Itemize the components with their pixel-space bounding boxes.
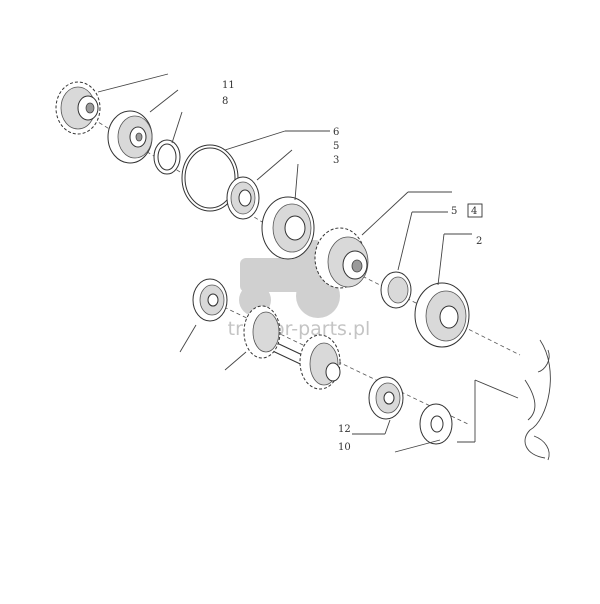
callout-6: 6 [333,127,339,138]
housing-fragment [524,339,551,461]
callout-5: 5 [451,206,457,217]
gear-part-1 [55,81,101,135]
lower-washer-part [419,403,453,445]
upper-axis-line-2 [299,244,521,356]
cluster-shaft-part [243,305,341,390]
callout-11: 11 [222,80,235,91]
callout-box [467,203,483,218]
callout-12: 12 [338,424,351,435]
callout-8: 8 [222,96,228,107]
callout-2: 2 [476,236,482,247]
snap-ring-large [181,144,239,212]
needle-bearing-part [380,271,412,309]
callout-5-top: 5 [333,141,339,152]
hub-part-2 [107,110,153,164]
left-bearing-part [192,278,228,322]
lower-bearing-part [368,376,404,420]
synchro-gear-part [314,227,369,289]
callout-4: 4 [471,206,477,217]
bearing-ring-part [261,196,315,260]
callout-10: 10 [338,442,351,453]
washer-part [226,176,260,220]
callout-3: 3 [333,155,339,166]
large-bearing-part [414,282,470,348]
snap-ring-small [153,139,181,175]
